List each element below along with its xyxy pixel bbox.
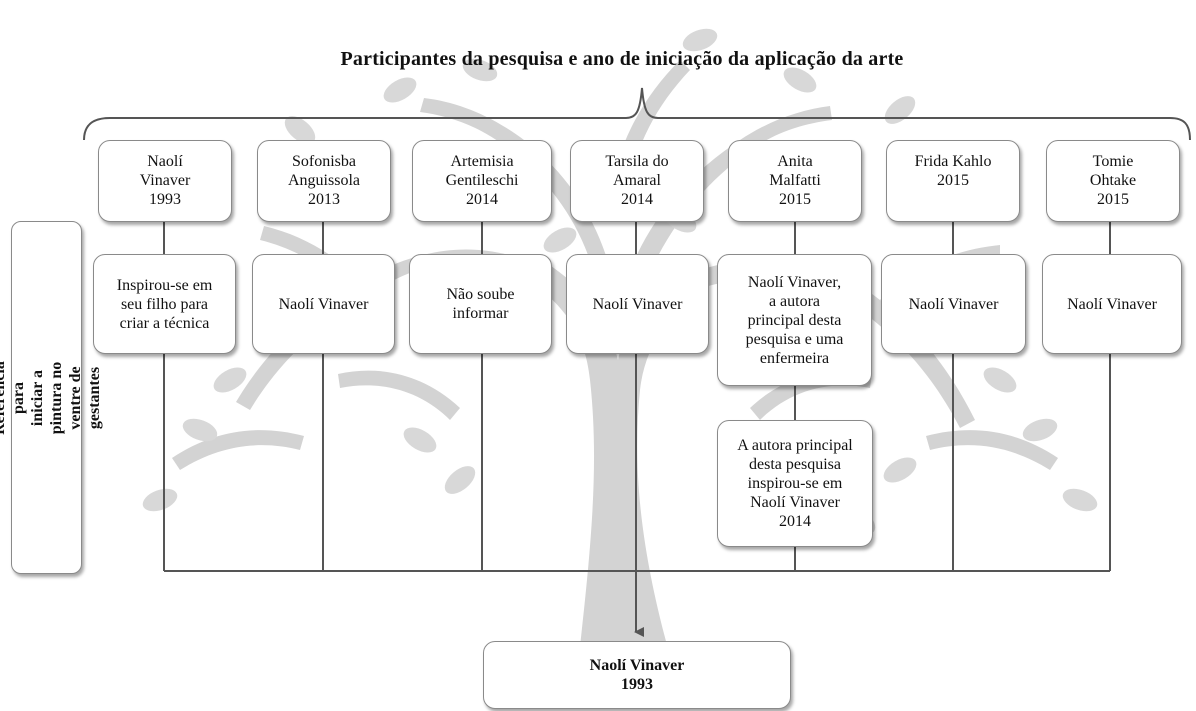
reference-text: Naolí Vinaver	[1067, 295, 1157, 313]
reference-text: Naolí Vinaver	[908, 295, 999, 313]
reference-text: Naolí Vinaver	[278, 295, 369, 313]
side-label-text: Referência para iniciar a pintura no ven…	[0, 360, 103, 435]
participant-box-4: Tarsila do Amaral 2014	[570, 140, 704, 222]
side-label-box: Referência para iniciar a pintura no ven…	[0, 221, 103, 574]
reference-text: Não soube informar	[446, 286, 515, 322]
participant-name-year: Sofonisba Anguissola 2013	[288, 153, 360, 208]
participant-name-year: Tomie Ohtake 2015	[1089, 153, 1137, 208]
participant-name-year: Naolí Vinaver 1993	[139, 153, 191, 208]
reference-box-3: Não soube informar	[409, 254, 552, 354]
diagram-title: Participantes da pesquisa e ano de inici…	[340, 48, 904, 70]
secondary-reference-text: A autora principal desta pesquisa inspir…	[737, 437, 853, 530]
reference-text: Naolí Vinaver	[592, 295, 683, 313]
reference-text: Naolí Vinaver, a autora principal desta …	[745, 273, 844, 367]
participant-box-5: Anita Malfatti 2015	[728, 140, 862, 222]
reference-text: Inspirou-se em seu filho para criar a té…	[116, 276, 213, 332]
participant-name-year: Anita Malfatti 2015	[769, 153, 821, 208]
result-text: Naolí Vinaver 1993	[589, 657, 685, 693]
participant-name-year: Artemisia Gentileschi 2014	[445, 153, 519, 208]
reference-box-2: Naolí Vinaver	[252, 254, 395, 354]
participant-box-1: Naolí Vinaver 1993	[98, 140, 232, 222]
secondary-reference-box: A autora principal desta pesquisa inspir…	[717, 420, 873, 547]
reference-box-7: Naolí Vinaver	[1042, 254, 1182, 354]
participant-box-7: Tomie Ohtake 2015	[1046, 140, 1180, 222]
result-box: Naolí Vinaver 1993	[483, 641, 791, 709]
reference-box-1: Inspirou-se em seu filho para criar a té…	[93, 254, 236, 354]
participant-name-year: Frida Kahlo 2015	[914, 153, 992, 189]
reference-box-4: Naolí Vinaver	[566, 254, 709, 354]
participant-box-3: Artemisia Gentileschi 2014	[412, 140, 552, 222]
participant-box-6: Frida Kahlo 2015	[886, 140, 1020, 222]
reference-box-5: Naolí Vinaver, a autora principal desta …	[717, 254, 872, 386]
reference-box-6: Naolí Vinaver	[881, 254, 1026, 354]
top-brace	[83, 87, 1191, 141]
participant-box-2: Sofonisba Anguissola 2013	[257, 140, 391, 222]
participant-name-year: Tarsila do Amaral 2014	[605, 153, 669, 208]
